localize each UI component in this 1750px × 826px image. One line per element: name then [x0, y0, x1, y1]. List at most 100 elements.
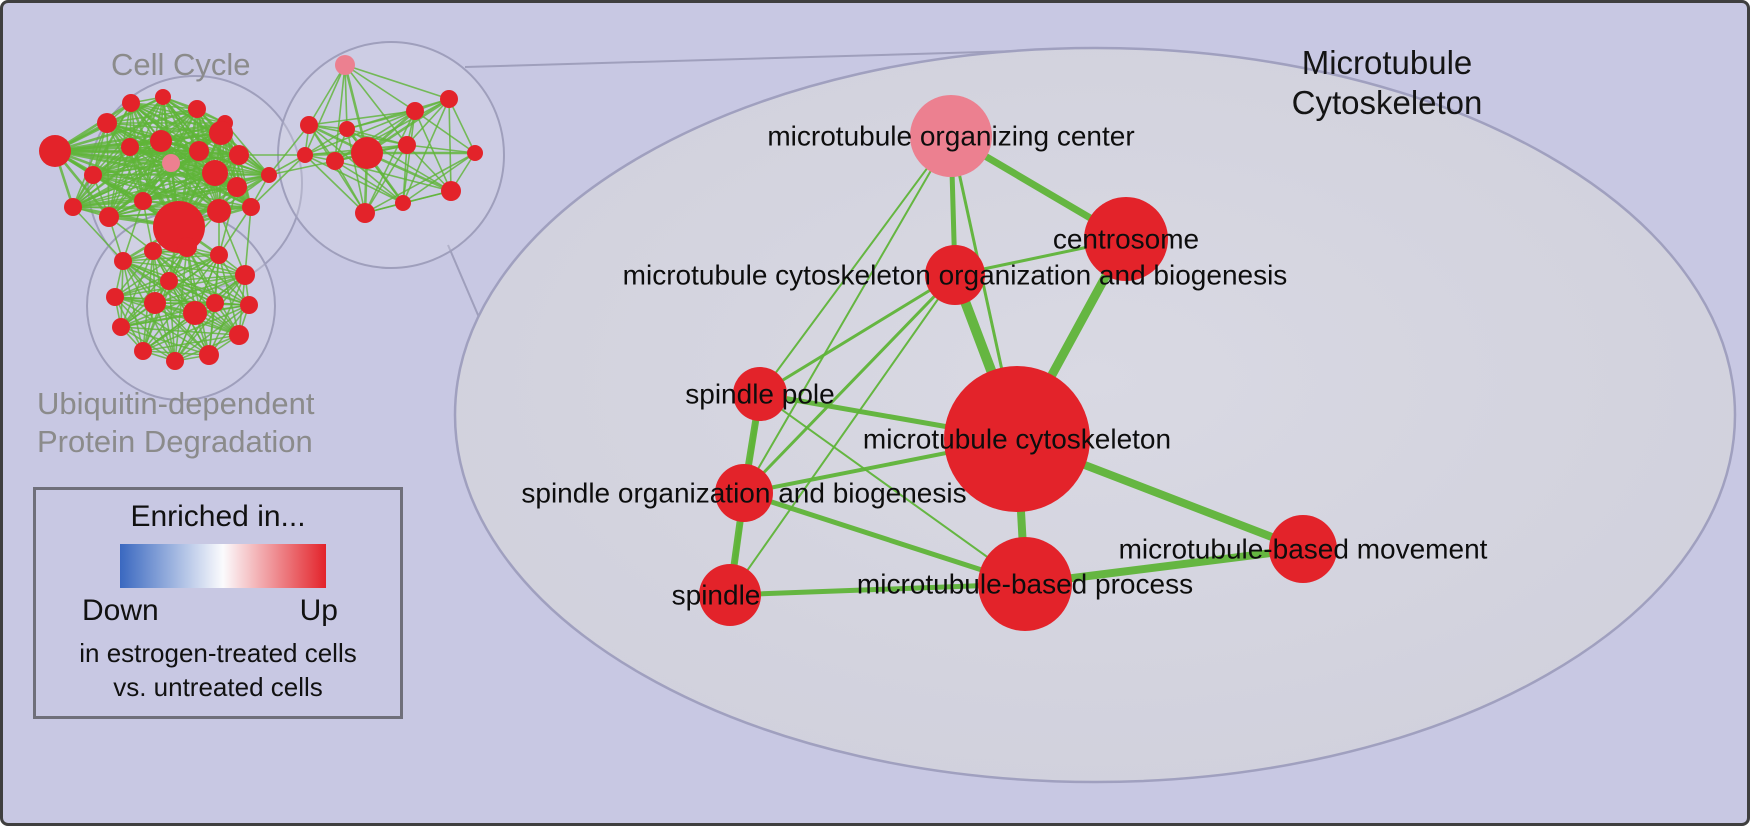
- overview-edge: [308, 110, 416, 126]
- node-label-moc: microtubule organizing center: [767, 121, 1134, 152]
- overview-node: [441, 181, 461, 201]
- overview-node: [99, 207, 119, 227]
- overview-node: [326, 152, 344, 170]
- overview-node: [398, 136, 416, 154]
- overview-node: [207, 199, 231, 223]
- overview-node: [406, 102, 424, 120]
- overview-node: [144, 292, 166, 314]
- overview-edge: [170, 108, 198, 164]
- overview-edge: [402, 98, 450, 204]
- overview-edge: [218, 186, 238, 256]
- overview-edge: [414, 110, 452, 192]
- overview-edge: [114, 246, 188, 298]
- node-label-spindle_pole: spindle pole: [685, 379, 834, 410]
- overview-edge: [72, 102, 132, 208]
- overview-node: [229, 325, 249, 345]
- overview-edge: [344, 64, 416, 112]
- overview-edge: [186, 246, 240, 336]
- node-mt_cyto: [944, 366, 1090, 512]
- overview-edge: [304, 154, 404, 204]
- overview-edge: [364, 110, 416, 214]
- overview-edge: [168, 280, 250, 306]
- overview-node: [150, 130, 172, 152]
- overview-edge: [218, 206, 252, 256]
- node-spindle_pole: [733, 367, 787, 421]
- overview-node: [199, 345, 219, 365]
- overview-edge: [174, 274, 246, 362]
- overview-edge: [142, 132, 222, 202]
- overview-edge: [72, 200, 144, 208]
- overview-edge: [142, 200, 252, 208]
- overview-edge: [414, 110, 476, 154]
- overview-edge: [406, 98, 450, 146]
- overview-edge: [268, 124, 310, 176]
- overview-edge: [334, 64, 346, 162]
- edge-spindle-mt_process: [727, 581, 1028, 598]
- edge-moc-spindle_org: [743, 135, 952, 494]
- overview-edge: [186, 246, 210, 356]
- overview-node: [162, 154, 180, 172]
- overview-node: [166, 352, 184, 370]
- overview-edge: [334, 160, 452, 192]
- overview-edge: [92, 140, 162, 176]
- overview-edge: [448, 98, 476, 154]
- node-label-spindle: spindle: [672, 580, 761, 611]
- edge-moc-spindle_pole: [759, 135, 952, 395]
- overview-node: [355, 203, 375, 223]
- overview-node: [121, 138, 139, 156]
- node-moc: [910, 95, 992, 177]
- node-label-mt_process: microtubule-based process: [857, 569, 1193, 600]
- overview-edge: [142, 174, 270, 202]
- edge-mco-spindle_org: [742, 273, 957, 495]
- overview-edge: [129, 96, 164, 148]
- overview-node: [395, 195, 411, 211]
- overview-node: [206, 294, 224, 312]
- overview-edge: [92, 150, 200, 176]
- node-mt_process: [978, 537, 1072, 631]
- overview-edge: [120, 250, 154, 328]
- overview-edge: [344, 64, 348, 130]
- overview-edge: [168, 280, 176, 362]
- overview-node: [188, 100, 206, 118]
- overview-edge: [114, 296, 176, 362]
- legend-caption: in estrogen-treated cells vs. untreated …: [79, 638, 357, 702]
- overview-node: [240, 296, 258, 314]
- overview-node: [134, 342, 152, 360]
- overview-node: [39, 135, 71, 167]
- overview-node: [106, 288, 124, 306]
- overview-edge: [72, 96, 164, 208]
- overview-node: [209, 121, 233, 145]
- overview-edge: [268, 160, 336, 176]
- overview-node: [210, 246, 228, 264]
- overview-node: [97, 113, 117, 133]
- overview-edge: [364, 144, 408, 214]
- overview-edge: [142, 304, 250, 352]
- overview-node: [351, 137, 383, 169]
- overview-node: [144, 242, 162, 260]
- overview-node: [242, 198, 260, 216]
- edge-mco-spindle_pole: [758, 273, 957, 396]
- overview-edge: [346, 128, 408, 146]
- legend-title: Enriched in...: [130, 500, 306, 533]
- overview-node: [227, 177, 247, 197]
- overview-edge: [120, 246, 188, 328]
- overview-edge: [334, 110, 416, 162]
- overview-node: [122, 94, 140, 112]
- node-centrosome: [1084, 197, 1168, 281]
- overview-edge: [122, 260, 144, 352]
- overview-node: [114, 252, 132, 270]
- overview-node: [64, 198, 82, 216]
- overview-edge: [304, 64, 346, 156]
- overview-edge: [142, 280, 170, 352]
- overview-edge: [220, 132, 252, 208]
- overview-node: [235, 265, 255, 285]
- overview-node: [202, 160, 228, 186]
- overview-edge: [130, 102, 270, 176]
- detail-ellipse: [453, 46, 1737, 784]
- overview-edge: [406, 144, 452, 192]
- overview-edge: [346, 128, 366, 214]
- edge-mco-spindle: [729, 274, 956, 596]
- overview-edge: [92, 132, 222, 176]
- overview-edge: [406, 144, 476, 154]
